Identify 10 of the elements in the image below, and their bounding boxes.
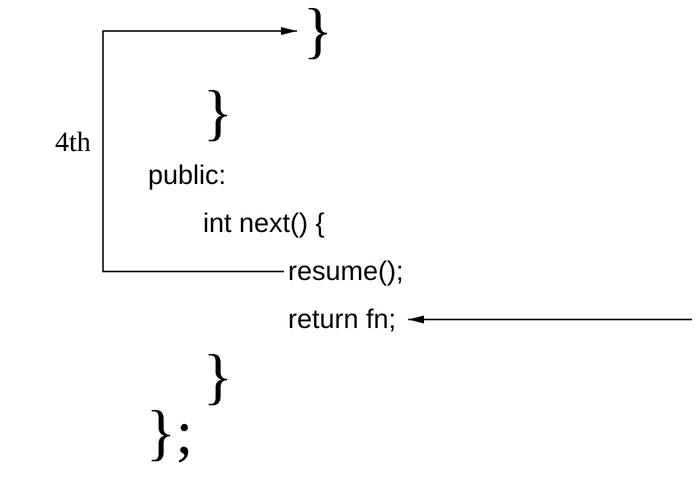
code-line: resume(); [288, 258, 404, 285]
code-line: return fn; [288, 306, 396, 333]
brace-text: }; [146, 402, 193, 464]
brace-text: } [203, 82, 233, 144]
arrow [102, 27, 297, 272]
code-line: public: [148, 162, 226, 189]
code-line: int next() { [203, 210, 325, 237]
brace-text: } [203, 346, 233, 408]
arrow [408, 316, 692, 324]
closing-brace: } [303, 0, 333, 62]
